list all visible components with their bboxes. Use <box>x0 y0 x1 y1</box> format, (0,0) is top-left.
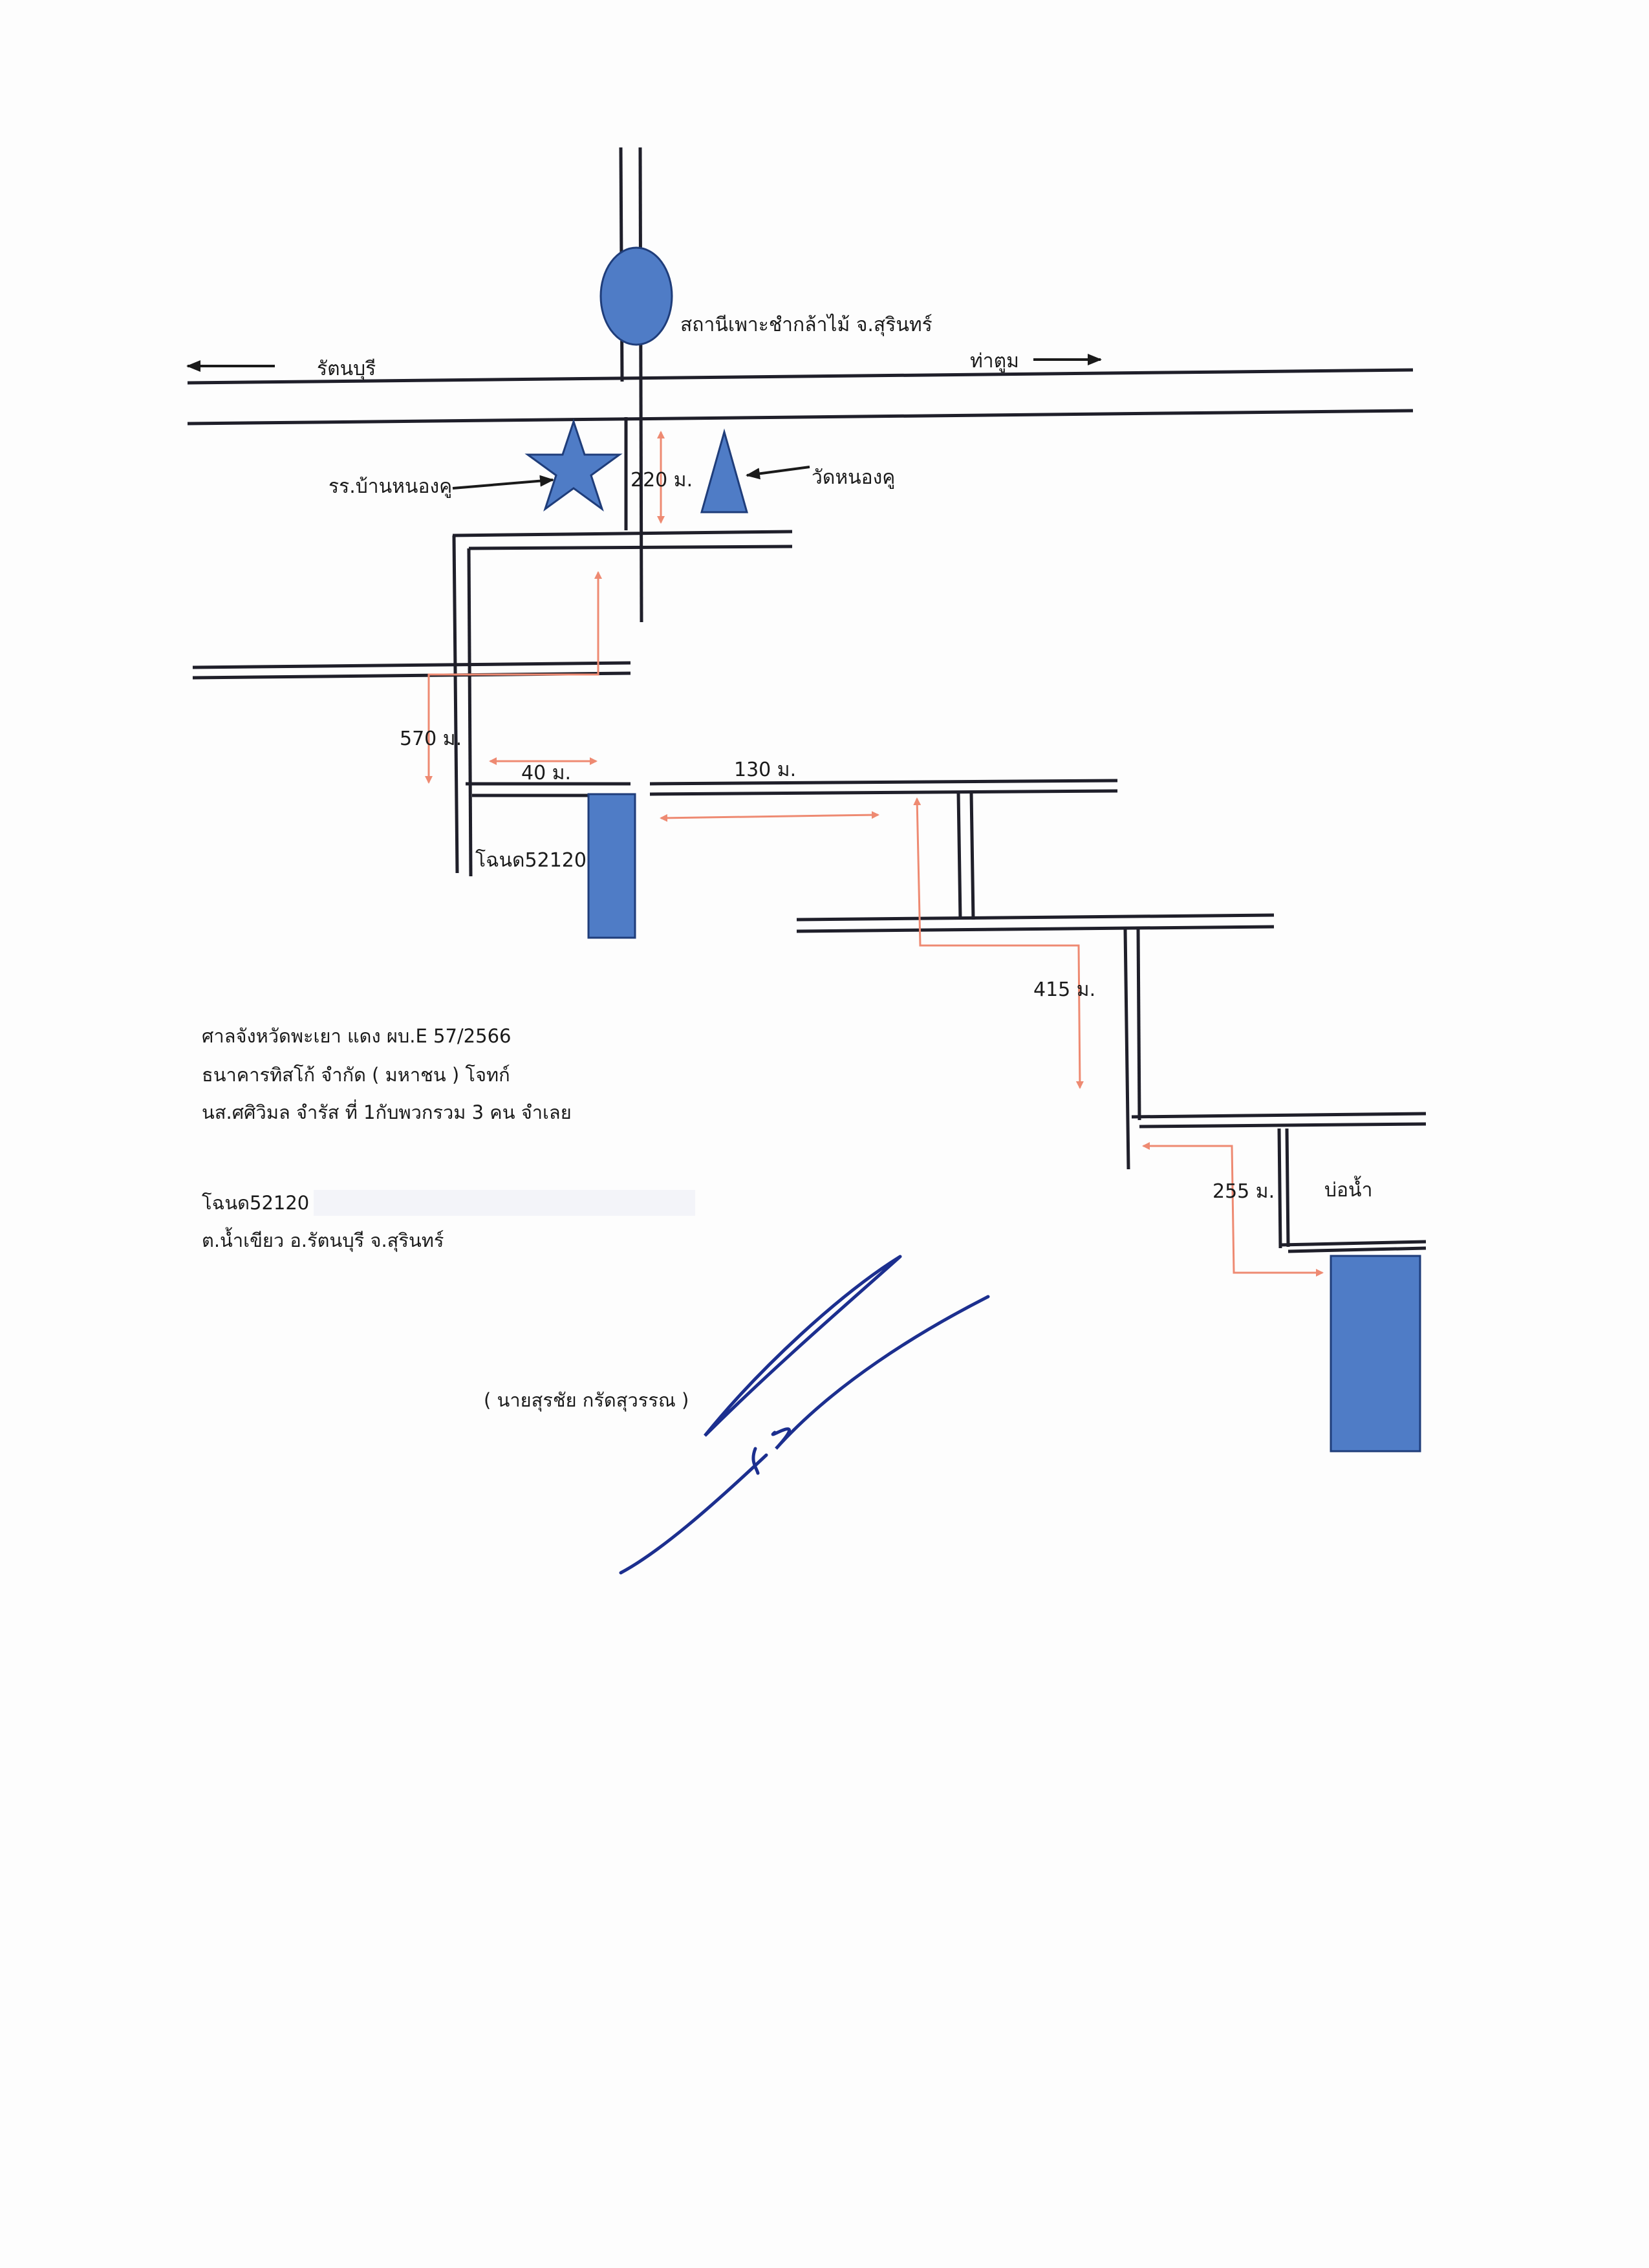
road-cross-north <box>452 530 793 537</box>
distance-label-130: 130 ม. <box>734 759 796 781</box>
road-pond-vert-a <box>1123 929 1130 1170</box>
target-plot-block <box>1330 1255 1421 1453</box>
distance-label-220: 220 ม. <box>630 469 693 491</box>
pond-label: บ่อน้ำ <box>1324 1176 1372 1202</box>
signature-block: ( นายสุรชัย กรัดสุวรรณ ) <box>484 1255 990 1575</box>
signatory-name: ( นายสุรชัย กรัดสุวรรณ ) <box>484 1389 689 1412</box>
case-line-3: นส.ศศิวิมล จำรัส ที่ 1กับพวกรวม 3 คน จำเ… <box>202 1099 572 1123</box>
road-lower-south <box>796 925 1275 933</box>
distance-label-40: 40 ม. <box>521 762 571 784</box>
case-line-1: ศาลจังหวัดพะเยา แดง ผบ.E 57/2566 <box>202 1025 512 1047</box>
location-line: ต.น้ำเขียว อ.รัตนบุรี จ.สุรินทร์ <box>202 1227 444 1252</box>
road-highway-south <box>187 409 1414 426</box>
distance-label-255: 255 ม. <box>1212 1180 1275 1203</box>
road-pond-box-bottom-b <box>1288 1246 1427 1253</box>
station-marker <box>599 246 673 346</box>
distance-arrow-130 <box>660 811 879 822</box>
road-pond-box-left-a <box>1277 1128 1282 1249</box>
road-west-north <box>192 661 631 669</box>
distance-label-415: 415 ม. <box>1033 978 1095 1001</box>
road-main-vertical-right <box>638 147 643 623</box>
distance-arrow-415 <box>913 797 1084 1089</box>
road-branch-left-outer <box>452 535 459 874</box>
school-star-icon <box>524 418 623 512</box>
signature-mark <box>619 1255 990 1575</box>
road-mid-vert-a <box>956 792 962 920</box>
road-pond-south <box>1139 1122 1427 1129</box>
temple-label: วัดหนองคู <box>812 466 895 489</box>
deed-number: โฉนด52120 <box>202 1192 309 1214</box>
road-pond-box-left-b <box>1285 1128 1290 1247</box>
redacted-area <box>314 1190 695 1216</box>
plot-a-block <box>587 793 636 939</box>
west-direction-label: รัตนบุรี <box>317 358 376 381</box>
road-east-north <box>649 779 1118 786</box>
case-info: ศาลจังหวัดพะเยา แดง ผบ.E 57/2566 ธนาคารท… <box>202 1025 695 1252</box>
road-pond-box-bottom-a <box>1280 1240 1427 1247</box>
road-cross-south <box>468 545 793 550</box>
distance-arrow-255 <box>1142 1142 1324 1277</box>
case-line-2: ธนาคารทิสโก้ จำกัด ( มหาชน ) โจทก์ <box>202 1064 510 1086</box>
road-east-south <box>649 789 1118 796</box>
road-pond-vert-b <box>1136 929 1141 1121</box>
road-branch-left-inner <box>467 548 473 877</box>
road-highway-north <box>187 368 1414 385</box>
east-direction-label: ท่าตูม <box>970 350 1019 373</box>
distance-arrow-route-north <box>427 571 602 678</box>
road-lower-north <box>796 913 1275 922</box>
school-label: รร.บ้านหนองคู <box>329 475 452 498</box>
temple-triangle-icon <box>700 428 748 513</box>
temple-arrow <box>746 466 810 480</box>
school-arrow <box>452 475 554 490</box>
road-mid-vert-b <box>969 792 975 920</box>
road-pond-north <box>1131 1112 1427 1119</box>
station-label: สถานีเพาะชำกล้าไม้ จ.สุรินทร์ <box>680 313 932 337</box>
plot-a-label: โฉนด52120 <box>475 848 587 872</box>
distance-label-570: 570 ม. <box>400 728 462 750</box>
